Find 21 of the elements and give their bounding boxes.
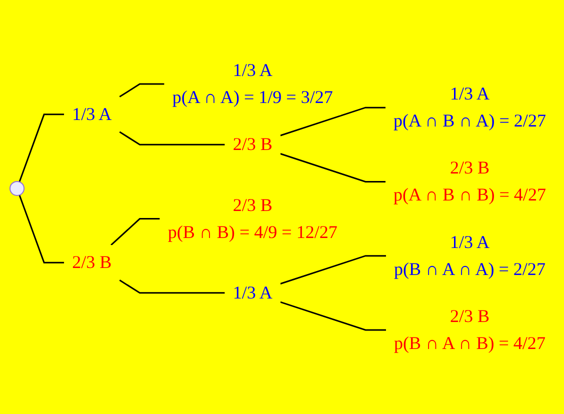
node-text: 2/3 B p(B ∩ B) = 4/9 = 12/27 [168, 194, 338, 242]
connector [280, 153, 386, 182]
node-text: 1/3 A p(A ∩ A) = 1/9 = 3/27 [172, 60, 333, 108]
connector [18, 114, 64, 182]
connector [280, 301, 386, 331]
node-text: 1/3 A [72, 104, 112, 124]
connector [110, 218, 160, 246]
node-text: 2/3 B p(B ∩ A ∩ B) = 4/27 [394, 306, 546, 354]
connector [280, 255, 386, 284]
node-text: 1/3 A p(B ∩ A ∩ A) = 2/27 [394, 232, 546, 279]
node-text: 1/3 A [232, 282, 272, 302]
connector [119, 83, 164, 98]
node-text: 2/3 B [232, 134, 272, 154]
node-text: 2/3 B p(A ∩ B ∩ B) = 4/27 [394, 158, 546, 205]
node-point [10, 180, 25, 196]
connector [18, 194, 64, 264]
node-text: 1/3 A p(A ∩ B ∩ A) = 2/27 [394, 84, 546, 131]
connector [280, 106, 386, 136]
connector [119, 280, 225, 294]
connector [119, 131, 225, 146]
node-text: 2/3 B [72, 252, 112, 272]
